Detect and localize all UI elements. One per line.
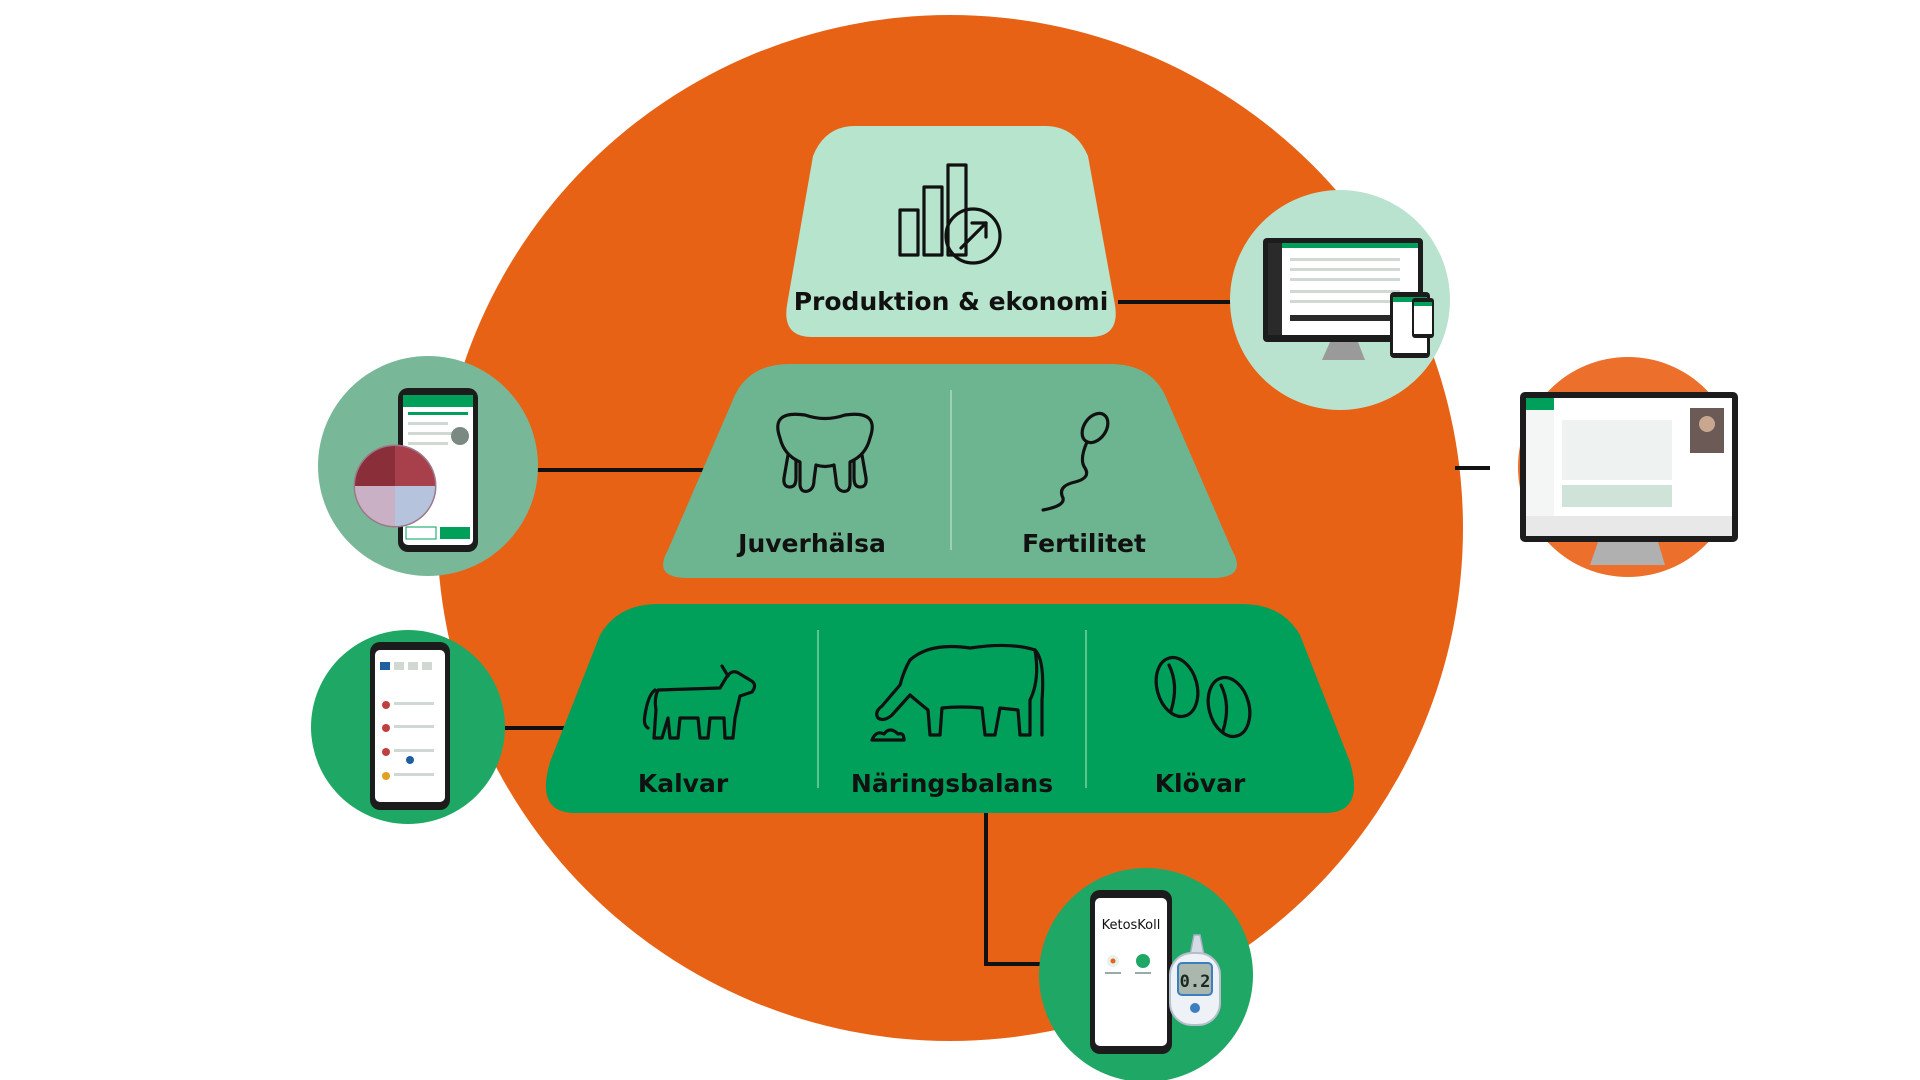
connector-bottom-down [984,812,1042,966]
sperm-icon [1041,411,1110,512]
device-circle-udder-test [318,356,538,576]
grazing-cow-icon [870,643,1045,742]
device-circle-multiscreen [1230,190,1450,410]
pyramid-top-tier: Produktion & ekonomi [786,126,1116,337]
pyramid-top-shape [786,126,1116,337]
label-produktion-ekonomi: Produktion & ekonomi [794,287,1109,316]
blood-ketone-meter-icon: 0.2 [1169,934,1221,1026]
smartphone-icon [370,642,450,810]
desktop-monitor-icon [1520,392,1738,565]
label-fertilitet: Fertilitet [1022,529,1146,558]
bar-chart-growth-icon [898,163,1002,265]
label-naringsbalans: Näringsbalans [851,769,1053,798]
label-kalvar: Kalvar [638,769,729,798]
label-juverhalsa: Juverhälsa [736,529,886,558]
monitor-icon [1263,238,1423,360]
device-circle-ketoskoll: KetosKoll 0.2 [1039,868,1253,1080]
pyramid-middle-tier: Juverhälsa Fertilitet [663,364,1237,578]
hoof-icon [1154,655,1252,739]
pyramid-bottom-tier: Kalvar Näringsbalans Klövar [545,604,1355,813]
connector-lines [505,300,1490,966]
device-circle-desktop [1518,357,1738,577]
meter-reading: 0.2 [1180,972,1211,992]
label-klovar: Klövar [1155,769,1246,798]
smartphone-icon [1412,298,1434,338]
smartphone-icon: KetosKoll [1090,890,1172,1054]
udder-icon [776,412,874,493]
petri-dish-icon [353,444,437,528]
ketoskoll-app-title: KetosKoll [1102,918,1161,933]
calf-icon [642,664,757,740]
device-circle-calf-app [311,630,505,824]
